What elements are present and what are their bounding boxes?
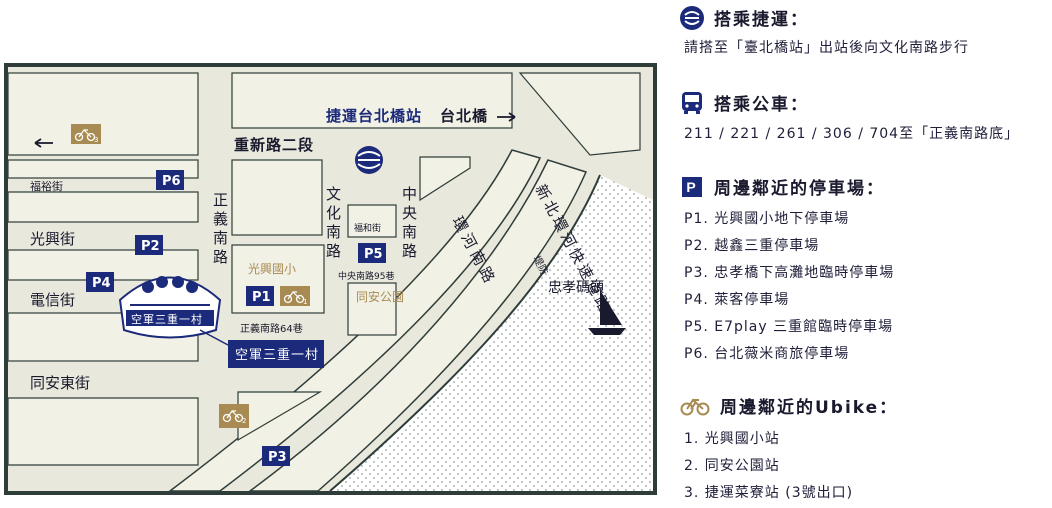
west-arrow bbox=[34, 138, 53, 148]
mrt-station-icon bbox=[355, 146, 383, 174]
parking-item-3: P3. 忠孝橋下高灘地臨時停車場 bbox=[684, 265, 895, 281]
zhengyi-road-label: 正義南路 bbox=[211, 192, 229, 268]
parking-badge-p1[interactable]: P1 bbox=[246, 286, 274, 306]
ubike-item-1: 1. 光興國小站 bbox=[684, 431, 780, 447]
parking-badge-p4[interactable]: P4 bbox=[86, 272, 114, 292]
destination-label[interactable]: 空軍三重一村 bbox=[228, 340, 324, 368]
svg-text:P5: P5 bbox=[364, 247, 383, 262]
fuyu-street-label: 福裕街 bbox=[30, 179, 63, 193]
zhongyang-road-label: 中央南路 bbox=[400, 186, 418, 262]
svg-text:2: 2 bbox=[242, 417, 246, 425]
parking-heading: P 周邊鄰近的停車場： bbox=[680, 174, 885, 199]
zhongyang-lane-label: 中央南路95巷 bbox=[338, 270, 394, 282]
zhengyi-lane-label: 正義南路64巷 bbox=[240, 322, 303, 335]
parking-badge-p2[interactable]: P2 bbox=[135, 235, 163, 255]
ubike-badge-1[interactable]: 1 bbox=[280, 286, 310, 306]
mrt-instructions: 請搭至「臺北橋站」出站後向文化南路步行 bbox=[684, 40, 969, 56]
school-label: 光興國小 bbox=[248, 262, 296, 276]
ubike-item-3: 3. 捷運菜寮站 (3號出口) bbox=[684, 485, 854, 501]
destination-logo[interactable]: 空軍三重一村 bbox=[118, 276, 222, 339]
wenhua-road-label: 文化南路 bbox=[324, 186, 342, 262]
parking-item-1: P1. 光興國小地下停車場 bbox=[684, 211, 850, 227]
svg-text:P4: P4 bbox=[92, 276, 111, 291]
map-svg: 捷運台北橋站 台北橋 重新路二段 福裕街 光興街 電信街 同安東街 正義南路 文… bbox=[4, 63, 657, 495]
ubike-badge-3[interactable]: 3 bbox=[71, 124, 101, 144]
bus-heading: 搭乘公車： bbox=[680, 90, 809, 115]
bus-icon bbox=[680, 91, 704, 115]
parking-item-6: P6. 台北薇米商旅停車場 bbox=[684, 346, 850, 362]
bridge-label: 台北橋 bbox=[440, 107, 488, 125]
mrt-heading: 搭乘捷運： bbox=[680, 5, 809, 30]
expressway-band bbox=[248, 159, 588, 491]
map-panel: 捷運台北橋站 台北橋 重新路二段 福裕街 光興街 電信街 同安東街 正義南路 文… bbox=[4, 63, 657, 495]
svg-text:P1: P1 bbox=[252, 290, 271, 305]
parking-icon: P bbox=[680, 175, 704, 199]
guangxing-street-label: 光興街 bbox=[30, 230, 75, 248]
svg-text:3: 3 bbox=[94, 136, 98, 144]
parking-item-4: P4. 萊客停車場 bbox=[684, 292, 790, 308]
parking-badge-p5[interactable]: P5 bbox=[358, 243, 386, 263]
svg-text:P6: P6 bbox=[162, 174, 181, 189]
svg-text:空軍三重一村: 空軍三重一村 bbox=[235, 347, 319, 363]
mrt-station-label: 捷運台北橋站 bbox=[326, 107, 422, 125]
dianxin-street-label: 電信街 bbox=[30, 291, 75, 309]
pier-label: 忠孝碼頭 bbox=[548, 280, 604, 296]
parking-item-5: P5. E7play 三重館臨時停車場 bbox=[684, 319, 894, 335]
svg-text:P2: P2 bbox=[141, 239, 160, 254]
parking-item-2: P2. 越鑫三重停車場 bbox=[684, 238, 820, 254]
parking-badge-p3[interactable]: P3 bbox=[262, 446, 290, 466]
ubike-item-2: 2. 同安公園站 bbox=[684, 458, 780, 474]
info-panel: 搭乘捷運： 請搭至「臺北橋站」出站後向文化南路步行 搭乘公車： 211 / 22… bbox=[660, 0, 1052, 504]
huanhe-road-band bbox=[168, 149, 542, 491]
fuhe-street-label: 福和街 bbox=[354, 222, 381, 234]
ubike-badge-2[interactable]: 2 bbox=[219, 404, 249, 428]
chongxin-road-label: 重新路二段 bbox=[234, 136, 314, 154]
park-label: 同安公園 bbox=[356, 289, 404, 304]
ubike-heading: 周邊鄰近的Ubike： bbox=[680, 393, 898, 418]
river-area bbox=[330, 175, 653, 491]
logo-text: 空軍三重一村 bbox=[131, 312, 203, 326]
svg-text:P3: P3 bbox=[268, 450, 287, 465]
svg-text:1: 1 bbox=[303, 298, 307, 306]
parking-badge-p6[interactable]: P6 bbox=[156, 170, 184, 190]
tongan-e-street-label: 同安東街 bbox=[30, 374, 90, 392]
bicycle-icon bbox=[680, 394, 710, 418]
bus-routes: 211 / 221 / 261 / 306 / 704至「正義南路底」 bbox=[684, 126, 1020, 142]
mrt-icon bbox=[680, 5, 704, 30]
east-arrow bbox=[497, 112, 516, 122]
boat-icon bbox=[588, 290, 626, 335]
